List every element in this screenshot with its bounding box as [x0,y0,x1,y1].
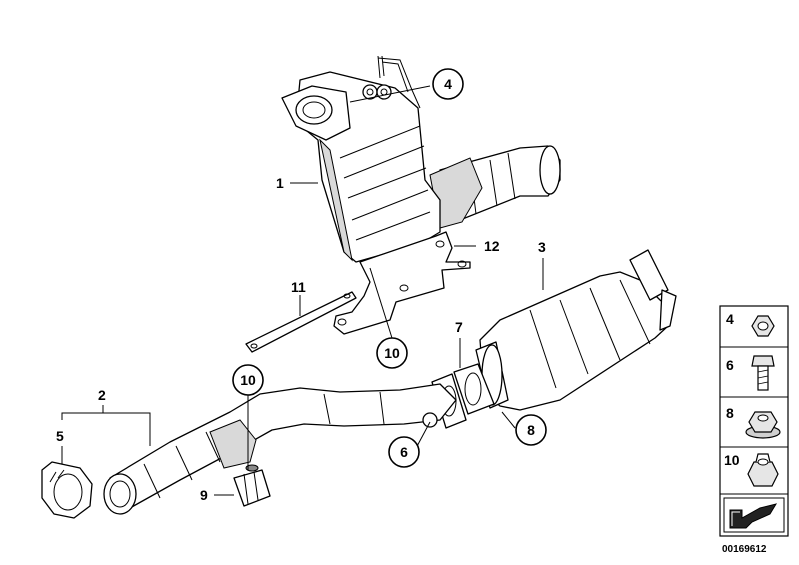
diagram-id: 00169612 [722,544,767,555]
callout-10-lower: 10 [232,364,264,396]
flange-nut-icon [745,411,781,439]
catalytic-converter-part-1 [281,55,561,263]
callout-10-upper: 10 [376,337,408,369]
callout-1-label: 1 [276,175,284,191]
legend-number-8: 8 [726,405,734,421]
callout-3-label: 3 [538,239,546,255]
leader-lines [61,85,544,496]
bolt-icon [751,355,775,391]
callout-11-label: 11 [291,279,306,295]
callout-10-upper-label: 10 [384,345,400,361]
legend-row-4: 4 [726,311,775,337]
self-locking-nut-icon [747,453,779,487]
callout-12: 12 [484,238,500,254]
fastener-legend: 4 6 8 10 [719,305,789,537]
callout-6: 6 [388,436,420,468]
legend-number-4: 4 [726,311,734,327]
legend-number-6: 6 [726,357,734,373]
callout-3: 3 [538,239,546,255]
holder-part-9 [233,464,271,507]
callout-9: 9 [200,487,208,503]
strap-part-11 [245,291,357,353]
callout-4: 4 [432,68,464,100]
callout-2-label: 2 [98,387,106,403]
callout-9-label: 9 [200,487,208,503]
callout-5-label: 5 [56,428,64,444]
callout-1: 1 [276,175,284,191]
legend-row-8: 8 [726,405,781,439]
arrow-icon [723,497,785,533]
callout-4-label: 4 [444,76,452,92]
front-pipe-part-2 [103,383,457,515]
callout-7-label: 7 [455,319,463,335]
callout-6-label: 6 [400,444,408,460]
converter-part-3 [475,249,677,411]
callout-11: 11 [291,279,306,295]
bracket-part-12 [333,231,471,335]
legend-number-10: 10 [724,452,740,468]
callout-5: 5 [56,428,64,444]
callout-12-label: 12 [484,238,500,254]
hex-nut-icon [751,315,775,337]
callout-10-lower-label: 10 [240,372,256,388]
legend-row-10: 10 [724,452,779,487]
legend-row-6: 6 [726,355,775,391]
callout-8: 8 [515,414,547,446]
callout-2: 2 [98,387,106,403]
callout-8-label: 8 [527,422,535,438]
clamp-part-5 [41,461,93,519]
callout-7: 7 [455,319,463,335]
